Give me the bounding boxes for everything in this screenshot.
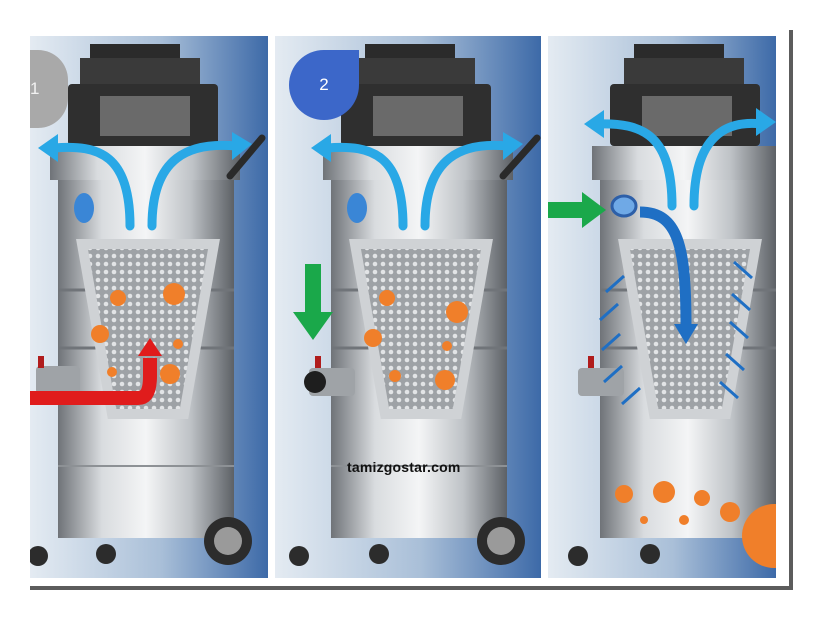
panel-step-3	[548, 36, 776, 578]
frame-shadow-bottom	[30, 586, 793, 590]
valve-icon	[347, 193, 367, 223]
panel-step-1: 1	[30, 36, 268, 578]
vacuum-diagram-2	[275, 36, 541, 578]
step-badge-2: 2	[289, 50, 359, 120]
dust-tank	[331, 420, 507, 538]
dust-particles	[91, 283, 185, 384]
vacuum-diagram-1	[30, 36, 268, 578]
collected-dust	[615, 481, 776, 568]
watermark: tamizgostar.com	[347, 459, 461, 475]
vacuum-diagram-3	[548, 36, 776, 578]
green-arrow-icon	[548, 202, 584, 218]
airflow-arrow-icon	[49, 140, 241, 231]
dust-tank	[58, 420, 234, 538]
motor-cap	[90, 44, 180, 58]
valve-icon	[74, 193, 94, 223]
step-badge-1: 1	[30, 50, 68, 128]
filter-cone-icon	[349, 239, 493, 419]
airflow-arrow-icon	[322, 140, 512, 231]
valve-open-icon	[610, 194, 638, 218]
green-arrow-icon	[305, 264, 321, 312]
dust-particles	[364, 290, 468, 390]
frame-shadow-right	[789, 30, 793, 590]
inlet-arrow-icon	[30, 358, 157, 405]
panel-step-2: 2	[275, 36, 541, 578]
reverse-flow-arrow-icon	[639, 206, 692, 327]
pulse-arrows	[599, 260, 753, 406]
airflow-arrow-icon	[591, 118, 767, 211]
